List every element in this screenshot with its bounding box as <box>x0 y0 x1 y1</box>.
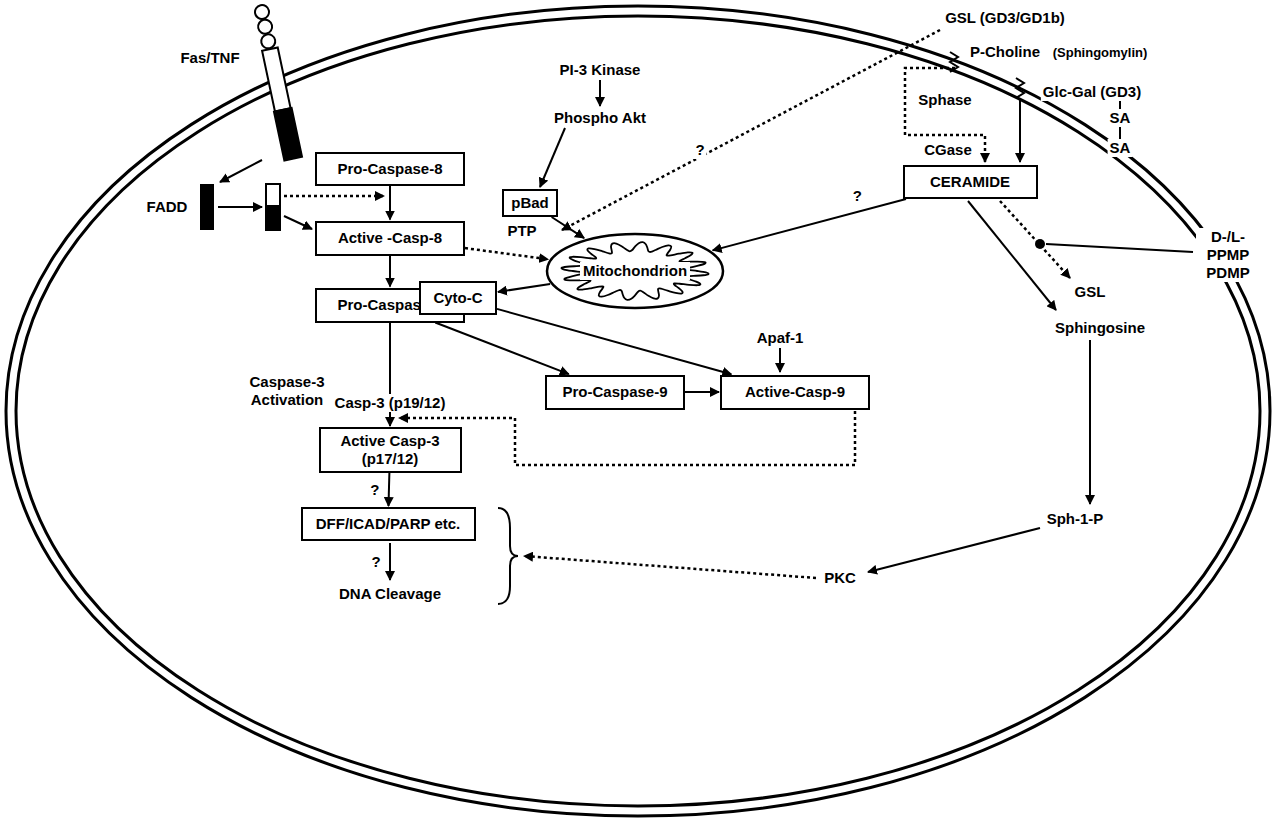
membrane-lipid-squiggle <box>1016 78 1024 98</box>
dotted-arrow <box>284 195 384 198</box>
cristae <box>561 242 708 300</box>
process-box: pBad <box>502 189 558 217</box>
brace <box>498 508 518 604</box>
annotation-label: PI-3 Kinase <box>558 61 643 79</box>
annotation-label: Apaf-1 <box>755 329 806 347</box>
gsl-synthesis-arrow <box>1000 201 1070 278</box>
gsl-dotted-arrow <box>562 30 940 230</box>
receptor-stalk <box>262 48 291 112</box>
annotation-label: GSL <box>1073 283 1108 301</box>
annotation-label: ? <box>693 141 706 159</box>
annotation-label: SA <box>1108 109 1133 127</box>
annotation-label: DNA Cleavage <box>337 585 443 603</box>
annotation-label: Sphase <box>916 91 973 109</box>
node-text: Active-Casp-9 <box>745 383 845 401</box>
node-text: pBad <box>511 194 549 212</box>
arrow-connector <box>713 199 906 250</box>
arrow-connector <box>498 284 550 292</box>
node-text: Active -Casp-8 <box>338 229 442 247</box>
process-box: Active -Casp-8 <box>315 221 465 256</box>
annotation-label: PKC <box>822 569 858 587</box>
akt-arrow <box>540 128 565 187</box>
node-text: Cyto-C <box>433 289 482 307</box>
organelle-ellipse: Mitochondrion <box>545 232 725 310</box>
arrow-connector <box>387 473 390 506</box>
fas-receptor <box>252 3 302 160</box>
activation-arrow <box>284 216 312 229</box>
receptor-domain <box>257 18 274 35</box>
complex-block-bottom <box>266 206 280 230</box>
node-text: Mitochondrion <box>580 262 690 280</box>
node-text: CERAMIDE <box>930 173 1010 191</box>
inhibitor-line <box>1046 244 1193 252</box>
connector-layer <box>388 186 906 506</box>
apaf-arrow <box>779 348 781 372</box>
process-box: Cyto-C <box>419 281 497 315</box>
annotation-label: GSL (GD3/GD1b) <box>943 9 1067 27</box>
process-box: Pro-Caspase-9 <box>545 375 685 410</box>
node-text: DFF/ICAD/PARP etc. <box>316 515 460 533</box>
complex-block-top <box>266 184 280 206</box>
annotation-label: SA <box>1108 139 1133 157</box>
arrow-connector <box>685 391 719 393</box>
annotation-label: (Sphingomylin) <box>1051 44 1150 62</box>
process-box: DFF/ICAD/PARP etc. <box>301 507 476 541</box>
pi3k-arrow <box>599 80 601 106</box>
arrow-connector <box>552 217 584 238</box>
receptor-domain <box>254 4 271 21</box>
annotation-label: Sphingosine <box>1053 319 1147 337</box>
arrow-connector <box>389 256 391 287</box>
edge-label: ? <box>368 481 381 499</box>
death-domain <box>274 108 302 161</box>
cell-membrane-outer <box>6 6 1270 816</box>
annotation-label: PTP <box>505 222 538 240</box>
node-text: Pro-Caspase-9 <box>562 383 667 401</box>
annotation-label: CGase <box>922 141 974 159</box>
annotation-label: Glc-Gal (GD3) <box>1041 83 1143 101</box>
fadd-arrow <box>218 206 262 208</box>
pkc-dotted-arrow <box>524 556 816 578</box>
arrow-connector <box>435 323 569 375</box>
dna-arrow <box>389 543 391 580</box>
cgase-arrow <box>1019 100 1021 162</box>
cell-membrane-inner <box>16 16 1260 806</box>
node-text: Active Casp-3 (p17/12) <box>328 432 453 468</box>
pkc-arrow <box>868 528 1040 572</box>
casp9-dotted-arrow <box>399 411 855 465</box>
annotation-label: Sph-1-P <box>1045 510 1106 528</box>
annotation-label: FADD <box>145 198 190 216</box>
process-box: CERAMIDE <box>903 165 1038 199</box>
annotation-label: Phospho Akt <box>552 109 648 127</box>
annotation-label: Fas/TNF <box>178 49 241 67</box>
sphingosine-arrow <box>968 201 1056 310</box>
edge-label: ? <box>851 187 864 205</box>
outer-membrane <box>547 234 723 308</box>
annotation-label: D-/L- PPMP PDMP <box>1196 228 1260 282</box>
dotted-connector <box>465 248 548 259</box>
annotation-label: P-Choline <box>968 43 1042 61</box>
inhibitor-dot <box>1035 239 1045 249</box>
arrow-connector <box>389 186 391 220</box>
annotation-label: ? <box>369 553 382 571</box>
process-box: Active Casp-3 (p17/12) <box>319 427 462 473</box>
process-box: Active-Casp-9 <box>720 375 870 410</box>
node-text: Pro-Caspase-8 <box>337 160 442 178</box>
receptor-domain <box>260 33 277 50</box>
recruit-arrow <box>220 160 262 182</box>
edge-label: Casp-3 (p19/12) <box>333 394 448 412</box>
fadd-block <box>200 184 214 230</box>
process-box: Pro-Caspase-8 <box>315 152 465 186</box>
arrow-connector <box>497 309 731 374</box>
s1p-arrow <box>1089 340 1091 504</box>
sphase-dotted-arrow <box>905 68 985 162</box>
